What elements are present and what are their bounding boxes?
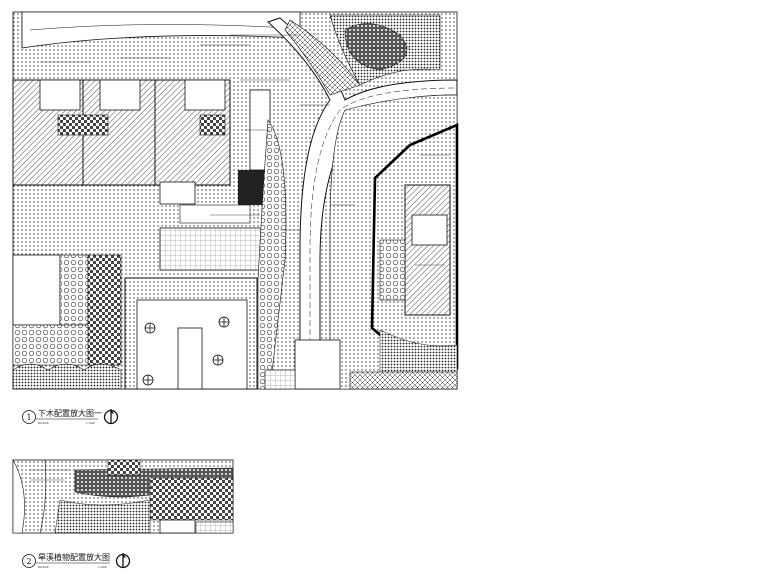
annotation-leaders: [40, 34, 450, 266]
north-arrow-icon: [103, 409, 119, 425]
drawing-title: 旱溪植物配置放大图: [38, 552, 110, 562]
tree-symbols: [142, 316, 230, 386]
drawing-number-circle: [22, 554, 36, 568]
drawing-title: 下木配置放大图一: [38, 408, 102, 418]
north-arrow-icon: [115, 553, 131, 569]
drawing-number: 1: [26, 413, 31, 422]
drawing-number: 2: [26, 557, 31, 566]
scale-value: 1:200: [86, 421, 95, 425]
plan-1-drawing: [12, 11, 459, 390]
scale-value: 1:200: [98, 565, 107, 569]
title-block-2: 2 旱溪植物配置放大图 SCALE 1:200: [22, 552, 131, 569]
plan-2-drawing: [12, 458, 234, 534]
scale-label: SCALE: [38, 421, 49, 425]
scale-label: SCALE: [38, 565, 49, 569]
drawing-number-circle: [22, 410, 36, 424]
title-block-1: 1 下木配置放大图一 SCALE 1:200: [22, 408, 119, 425]
